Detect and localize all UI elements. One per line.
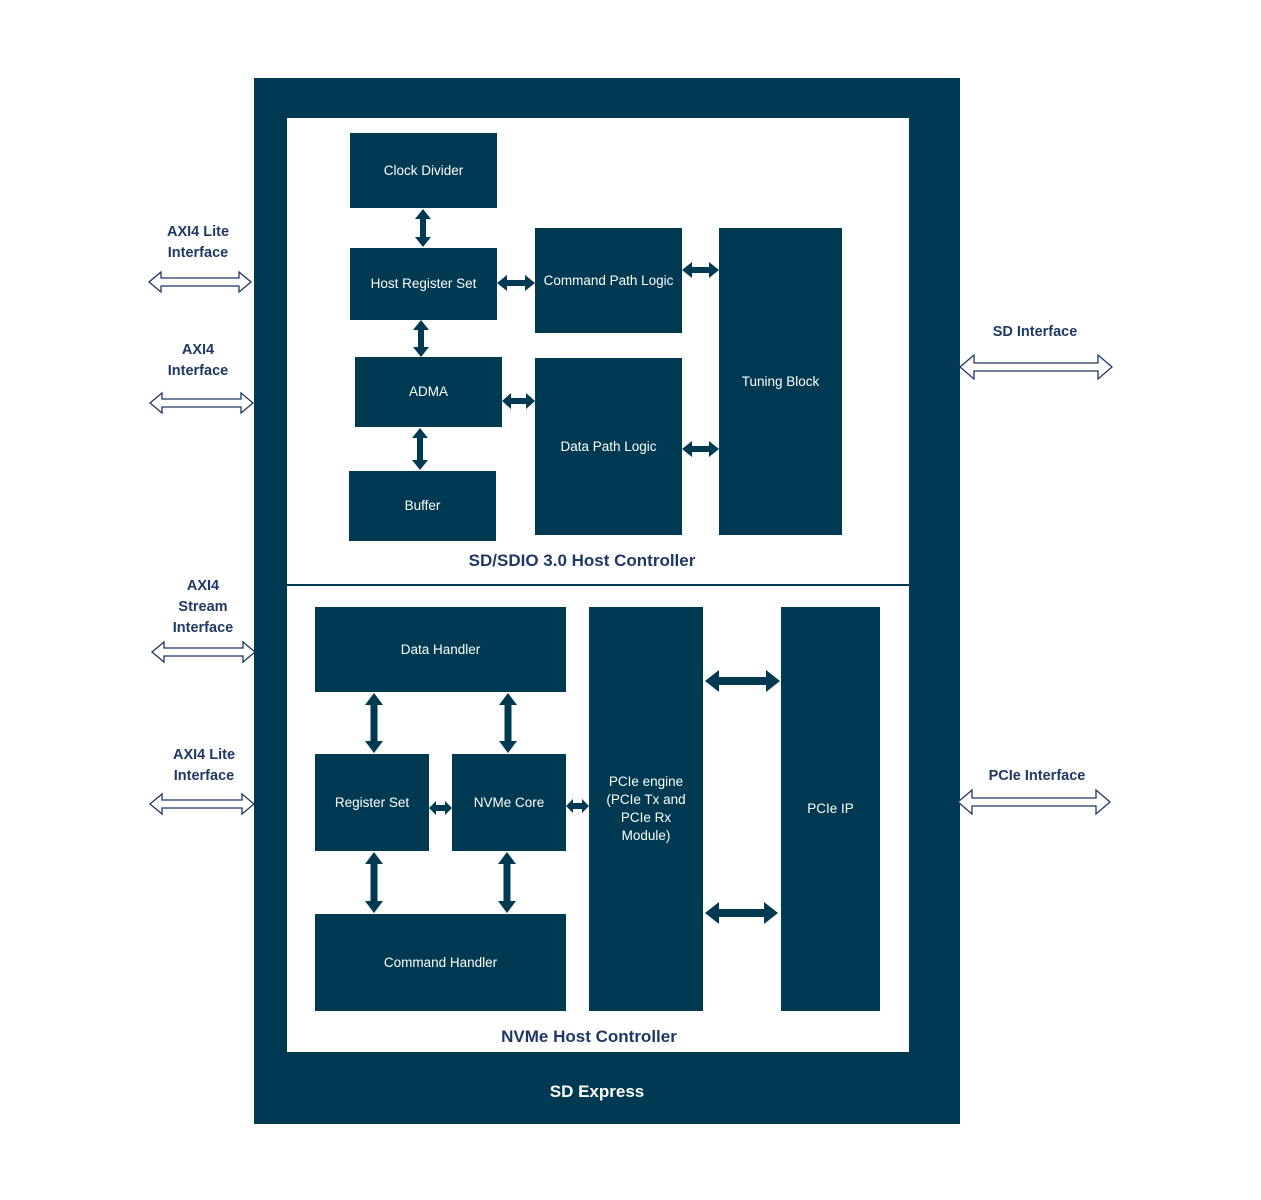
axi4-stream-line-2: Stream (178, 599, 228, 615)
tuning-block: Tuning Block (719, 228, 842, 535)
arrow-pcie-engine-to-pcie-ip-top (705, 670, 780, 692)
axi4-interface-label: AXI4 Interface (133, 340, 263, 382)
adma-block: ADMA (355, 357, 502, 427)
axi4-stream-interface-arrow (150, 640, 257, 664)
pcie-interface-arrow (957, 788, 1111, 816)
nvme-core-block: NVMe Core (452, 754, 566, 851)
axi4-lite-2-line-2: Interface (173, 768, 235, 784)
axi4-lite-2-line-1: AXI4 Lite (172, 747, 236, 763)
data-path-logic-block: Data Path Logic (535, 358, 682, 535)
sd-interface-arrow (959, 353, 1113, 381)
data-handler-block: Data Handler (315, 607, 566, 692)
data-handler-label: Data Handler (400, 641, 481, 657)
sd-express-title: SD Express (549, 1082, 645, 1101)
host-register-set-block: Host Register Set (350, 248, 497, 320)
arrow-register-set-to-nvme-core (429, 801, 452, 815)
axi4-stream-line-1: AXI4 (186, 578, 220, 594)
pcie-ip-block: PCIe IP (781, 607, 880, 1011)
nvme-core-label: NVMe Core (473, 794, 545, 810)
sd-controller-title: SD/SDIO 3.0 Host Controller (468, 551, 696, 570)
pcie-engine-block: PCIe engine (PCIe Tx and PCIe Rx Module) (589, 607, 703, 1011)
axi4-line-2: Interface (167, 363, 229, 379)
arrow-register-to-command-path (497, 275, 535, 291)
axi4-lite-interface-2-arrow (148, 792, 256, 816)
buffer-block: Buffer (349, 471, 496, 541)
arrow-data-handler-to-nvme-core (499, 693, 517, 753)
buffer-label: Buffer (404, 498, 441, 513)
register-set-block: Register Set (315, 754, 429, 851)
sd-interface-label: SD Interface (992, 324, 1078, 340)
arrow-nvme-core-to-command-handler (498, 852, 516, 913)
arrow-data-handler-to-register-set (365, 693, 383, 753)
register-set-label: Register Set (334, 794, 410, 810)
arrow-nvme-core-to-pcie-engine (566, 799, 589, 813)
adma-label: ADMA (408, 384, 448, 399)
axi4-stream-line-3: Interface (172, 620, 234, 636)
axi4-lite-line-2: Interface (167, 245, 229, 261)
arrow-clock-to-register (415, 209, 431, 247)
axi4-line-1: AXI4 (181, 342, 215, 358)
arrow-register-set-to-command-handler (365, 852, 383, 913)
arrow-adma-to-data-path (502, 393, 535, 409)
clock-divider-block: Clock Divider (350, 133, 497, 208)
axi4-lite-interface-label: AXI4 Lite Interface (133, 222, 263, 264)
pcie-engine-line-4: Module) (621, 828, 671, 843)
axi4-stream-interface-label: AXI4 Stream Interface (138, 576, 268, 639)
command-handler-block: Command Handler (315, 914, 566, 1011)
arrow-register-to-adma (413, 320, 429, 357)
tuning-block-label: Tuning Block (741, 373, 820, 389)
command-path-logic-block: Command Path Logic (535, 228, 682, 333)
pcie-engine-line-1: PCIe engine (608, 774, 684, 789)
axi4-lite-interface-2-label: AXI4 Lite Interface (139, 745, 269, 787)
pcie-interface-label: PCIe Interface (988, 768, 1086, 784)
axi4-lite-interface-arrow (147, 270, 253, 294)
nvme-controller-title: NVMe Host Controller (501, 1027, 677, 1046)
axi4-interface-arrow (148, 391, 255, 415)
command-handler-label: Command Handler (383, 954, 498, 970)
arrow-command-path-to-tuning (682, 262, 719, 278)
data-path-logic-label: Data Path Logic (560, 438, 657, 454)
axi4-lite-line-1: AXI4 Lite (166, 224, 230, 240)
clock-divider-label: Clock Divider (383, 162, 464, 178)
arrow-data-path-to-tuning (682, 441, 719, 457)
pcie-engine-line-3: PCIe Rx (620, 810, 672, 825)
command-path-logic-label: Command Path Logic (543, 272, 674, 288)
host-register-set-label: Host Register Set (370, 276, 477, 291)
pcie-engine-line-2: (PCIe Tx and (606, 792, 686, 807)
arrow-adma-to-buffer (412, 428, 428, 470)
pcie-ip-label: PCIe IP (807, 801, 854, 816)
arrow-pcie-engine-to-pcie-ip-bottom (705, 902, 778, 924)
